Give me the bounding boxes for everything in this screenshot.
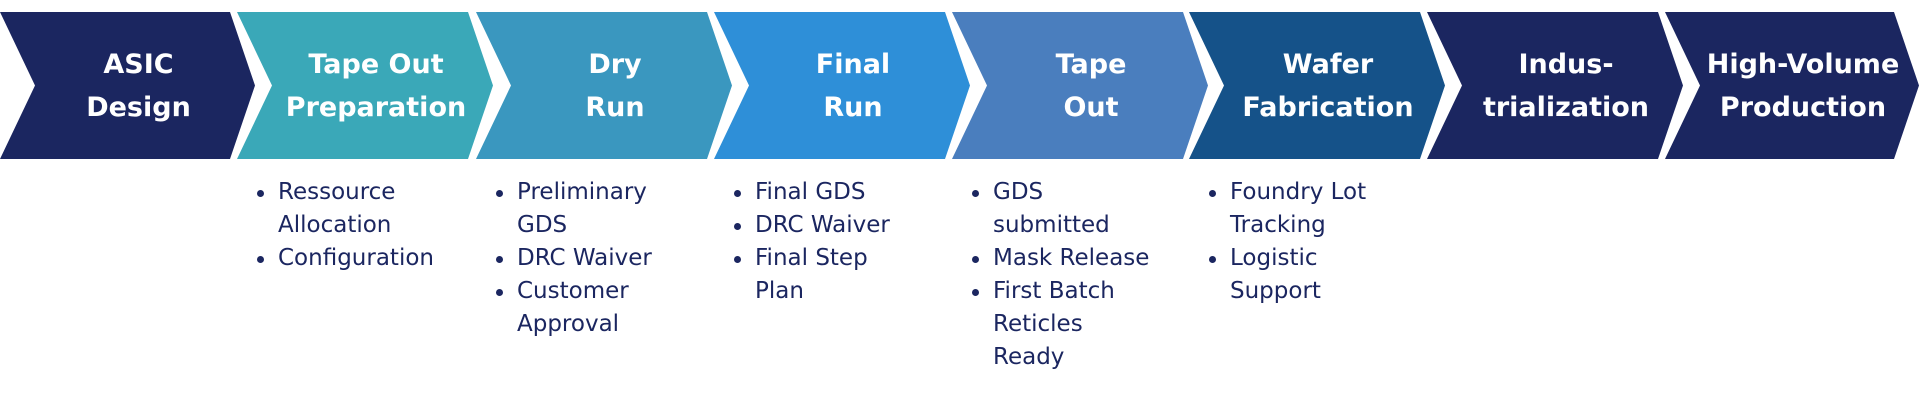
step-title-line: Wafer (1282, 48, 1374, 80)
step-title-line: ASIC (103, 48, 174, 80)
step-detail-item: DRC Waiver (734, 209, 890, 242)
step-detail-line: DRC Waiver (517, 245, 652, 271)
step-chevron (714, 12, 970, 159)
step-chevron (1427, 12, 1683, 159)
step-detail-line: Ressource (278, 179, 396, 205)
step-chevron-shape (714, 12, 970, 159)
step-chevron-shape (1427, 12, 1683, 159)
step-title-line: Run (823, 91, 883, 123)
step-title-line: Out (1063, 91, 1119, 123)
step-title-line: Tape (1055, 48, 1127, 80)
step-asic-design: ASIC Design (0, 12, 255, 159)
step-detail-line: Customer (517, 278, 629, 304)
step-detail-line: Support (1230, 278, 1321, 304)
step-chevron (0, 12, 255, 159)
step-title-line: Dry (588, 48, 642, 80)
step-chevron (237, 12, 493, 159)
step-title: ASIC Design (0, 12, 255, 159)
step-detail-line: Ready (993, 344, 1065, 370)
step-industrialization: Indus-trialization (1427, 12, 1683, 159)
step-chevron (952, 12, 1208, 159)
step-detail-line: Reticles (993, 311, 1083, 337)
step-title-line: Design (86, 91, 191, 123)
step-detail-line: Final GDS (755, 179, 866, 205)
step-detail-item: DRC Waiver (496, 242, 652, 275)
step-title-line: Run (585, 91, 645, 123)
step-detail-line: Foundry Lot (1230, 179, 1367, 205)
step-detail-line: DRC Waiver (755, 212, 890, 238)
step-title-line: Fabrication (1242, 91, 1414, 123)
step-chevron-shape (952, 12, 1208, 159)
step-detail-line: Plan (755, 278, 804, 304)
step-title: Indus-trialization (1427, 12, 1683, 159)
step-title-line: Final (815, 48, 891, 80)
step-detail-item: Mask Release (971, 242, 1150, 275)
step-detail-line: Final Step (755, 245, 868, 271)
step-title-line: Tape Out (308, 48, 444, 80)
step-detail-line: Tracking (1230, 212, 1326, 238)
step-detail-line: GDS (517, 212, 568, 238)
step-chevron-shape (476, 12, 732, 159)
step-detail-line: Configuration (278, 245, 434, 271)
step-chevron (1189, 12, 1445, 159)
step-title-line: Production (1719, 91, 1887, 123)
step-detail-item: GDS submitted (971, 176, 1149, 242)
step-detail-line: submitted (993, 212, 1110, 238)
step-detail-line: First Batch (993, 278, 1115, 304)
step-chevron-shape (0, 12, 255, 159)
step-title-line: Indus- (1518, 48, 1614, 80)
step-detail-line: GDS (993, 179, 1044, 205)
step-detail-item: Configuration (257, 242, 434, 275)
step-detail-line: Approval (517, 311, 620, 337)
step-title-line: Preparation (285, 91, 467, 123)
step-detail-line: Mask Release (993, 245, 1150, 271)
step-title-line: High-Volume (1706, 48, 1900, 80)
step-detail-line: Allocation (278, 212, 392, 238)
step-chevron-shape (237, 12, 493, 159)
step-chevron (1665, 12, 1919, 159)
step-chevron-shape (1189, 12, 1445, 159)
step-detail-item: Final GDS (734, 176, 890, 209)
step-title-line: trialization (1482, 91, 1650, 123)
step-detail-line: Preliminary (517, 179, 647, 205)
step-detail-line: Logistic (1230, 245, 1318, 271)
step-chevron (476, 12, 732, 159)
step-chevron-shape (1665, 12, 1919, 159)
